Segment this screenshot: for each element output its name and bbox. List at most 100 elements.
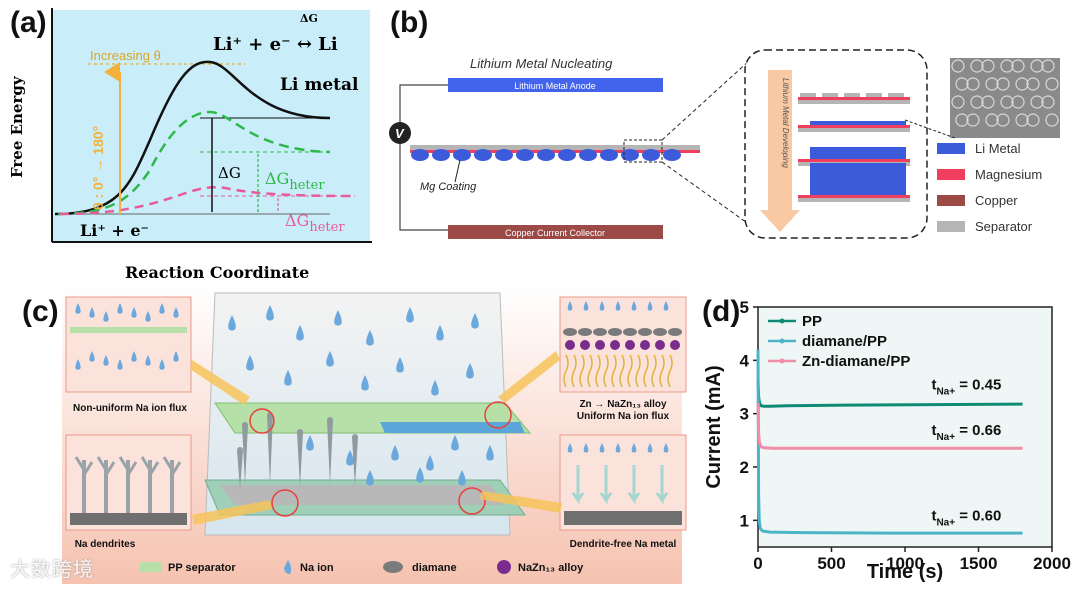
na-ion-drop bbox=[306, 435, 314, 451]
sem-grain bbox=[1030, 95, 1044, 109]
sem-grain bbox=[981, 95, 995, 109]
diamane-flake bbox=[653, 328, 667, 336]
alloy-label-1: Zn → NaZn₁₃ alloy bbox=[579, 399, 667, 410]
legend-label: PP bbox=[802, 313, 822, 330]
flux-wave bbox=[635, 354, 641, 388]
dendrite bbox=[267, 415, 273, 485]
legend-label: Copper bbox=[975, 193, 1018, 208]
na-ion-drop bbox=[131, 351, 137, 362]
stage-pillar bbox=[844, 93, 860, 97]
legend-swatch bbox=[937, 169, 965, 180]
legend-swatch bbox=[937, 221, 965, 232]
magnesium-strip bbox=[410, 150, 700, 153]
na-ion-drop bbox=[599, 301, 605, 311]
li-nucleus bbox=[558, 149, 576, 161]
x-tick-label: 2000 bbox=[1033, 554, 1071, 573]
sem-grain bbox=[1011, 95, 1025, 109]
na-ion-drop bbox=[431, 380, 439, 396]
stage-pillar bbox=[888, 93, 904, 97]
sem-grain bbox=[1045, 113, 1059, 127]
na-ion-drop bbox=[416, 467, 424, 483]
heter-curve-pink bbox=[59, 186, 356, 216]
li-nuclei bbox=[411, 149, 681, 161]
sem-grain bbox=[951, 95, 965, 109]
sem-grain bbox=[985, 77, 999, 91]
x-tick-label: 0 bbox=[753, 554, 762, 573]
na-ion-drop bbox=[436, 325, 444, 341]
legend-swatch bbox=[937, 195, 965, 206]
nucleation-schematic: V Lithium Metal Nucleating Lithium Metal… bbox=[389, 49, 1060, 239]
sem-grain bbox=[996, 113, 1010, 127]
na-ion-drop bbox=[361, 375, 369, 391]
equation-dg: ΔG bbox=[300, 12, 318, 25]
reactant-label: Li⁺ + e⁻ bbox=[80, 221, 149, 240]
na-ion-drop bbox=[647, 301, 653, 311]
voltmeter-symbol: V bbox=[395, 126, 405, 141]
stage-pillar bbox=[866, 93, 882, 97]
developing-arrow bbox=[768, 70, 792, 220]
na-ion-drop bbox=[406, 307, 414, 323]
legend-diamane-icon bbox=[383, 561, 403, 573]
na-ion-drop bbox=[346, 450, 354, 466]
na-ion-drop bbox=[615, 443, 621, 453]
flux-wave bbox=[611, 354, 617, 388]
uniform-flux-arrow bbox=[655, 465, 669, 505]
dendrite-branch bbox=[162, 456, 182, 476]
li-nucleus bbox=[411, 149, 429, 161]
dendrite-tip bbox=[352, 434, 358, 440]
dendrite-tip bbox=[237, 447, 243, 453]
y-tick-label: 4 bbox=[740, 351, 750, 370]
na-ion-drop bbox=[75, 359, 81, 370]
collector-bar bbox=[448, 225, 663, 239]
voltmeter-circle bbox=[389, 122, 411, 144]
legend-diamane-label: diamane bbox=[412, 562, 457, 574]
sem-grain bbox=[985, 113, 999, 127]
li-nucleus bbox=[495, 149, 513, 161]
panel-b-label: (b) bbox=[390, 6, 429, 39]
y-tick-label: 2 bbox=[740, 458, 749, 477]
na-ion-drop bbox=[663, 443, 669, 453]
na-ion-drop bbox=[396, 357, 404, 373]
legend-pp-label: PP separator bbox=[168, 562, 236, 574]
flux-wave bbox=[651, 354, 657, 388]
na-ion-drop bbox=[246, 355, 254, 371]
na-ion-drop bbox=[228, 315, 236, 331]
transference-number: tNa+ = 0.60 bbox=[931, 507, 1001, 528]
sem-grain bbox=[1000, 95, 1014, 109]
series-line bbox=[756, 402, 1023, 450]
sem-grain bbox=[970, 59, 984, 73]
x-tick-label: 1000 bbox=[886, 554, 924, 573]
na-metal-layer bbox=[220, 485, 505, 505]
stage-separator bbox=[798, 128, 910, 132]
y-tick-label: 1 bbox=[740, 511, 749, 530]
na-ion-drop bbox=[583, 443, 589, 453]
diamane-flake bbox=[623, 328, 637, 336]
theta-range-label: θ : 0° → 180° bbox=[90, 126, 106, 210]
uniform-flux-arrow bbox=[599, 465, 613, 505]
li-nucleus bbox=[600, 149, 618, 161]
legend-alloy-icon bbox=[497, 560, 511, 574]
y-axis-label: Free Energy bbox=[8, 75, 26, 178]
li-nucleus bbox=[579, 149, 597, 161]
na-ion-drop bbox=[117, 303, 123, 314]
dendrite-structures bbox=[237, 412, 358, 490]
na-ion-drop bbox=[631, 301, 637, 311]
na-ion-drop bbox=[334, 310, 342, 326]
flux-wave bbox=[563, 354, 569, 388]
stage-lithium bbox=[810, 121, 906, 125]
flux-wave bbox=[603, 354, 609, 388]
alloy-particle bbox=[565, 340, 575, 350]
na-ion-drop bbox=[567, 443, 573, 453]
reaction-equation: Li⁺ + e⁻ ↔ Li bbox=[213, 34, 338, 55]
dendrite-tip bbox=[242, 422, 248, 428]
legend-label: Li Metal bbox=[975, 141, 1021, 156]
na-ion-drop bbox=[366, 470, 374, 486]
dendrite-stem bbox=[82, 460, 86, 513]
na-ion-drop bbox=[647, 443, 653, 453]
legend-label: Magnesium bbox=[975, 167, 1042, 182]
dg-heter-green: ΔGheter bbox=[265, 169, 325, 193]
flux-wave bbox=[571, 354, 577, 388]
alloy-particle bbox=[595, 340, 605, 350]
inset-nonuniform bbox=[65, 296, 192, 393]
